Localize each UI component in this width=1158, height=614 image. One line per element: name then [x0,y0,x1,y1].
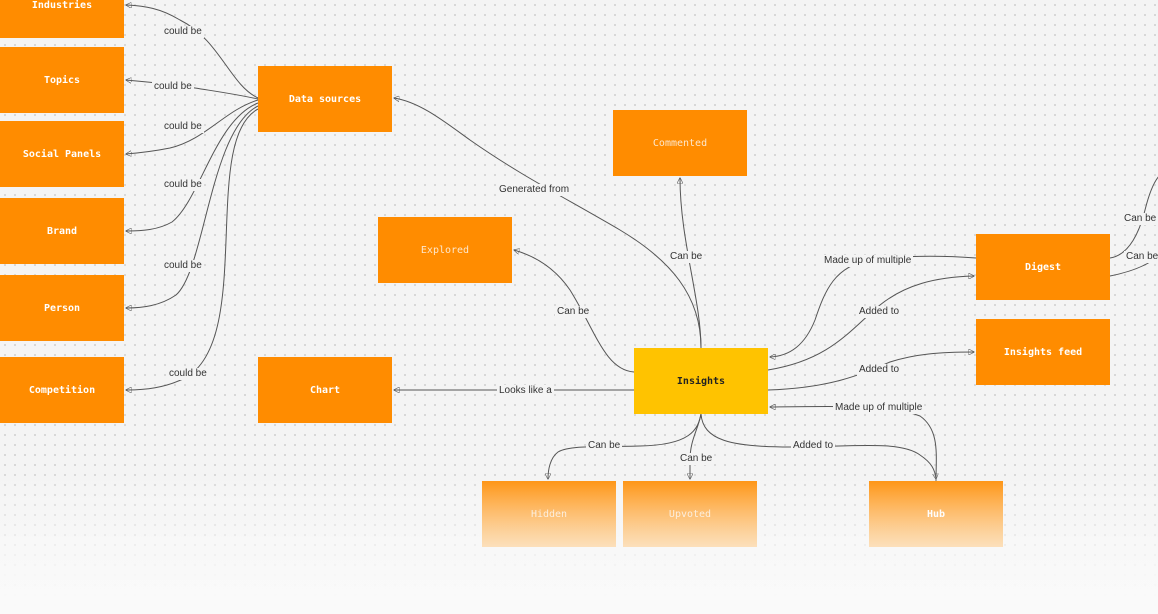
edge-datasources-brand [126,102,259,231]
node-brand[interactable]: Brand [0,198,124,264]
node-person[interactable]: Person [0,275,124,341]
node-topics[interactable]: Topics [0,47,124,113]
edge-label-competition: could be [167,368,209,380]
edge-label-upvoted: Can be [678,453,715,465]
edge-insights-explored [514,250,635,373]
node-social-panels[interactable]: Social Panels [0,121,124,187]
edge-digest-right-1 [1109,176,1158,259]
node-explored[interactable]: Explored [378,217,512,283]
edge-insights-hidden [548,413,702,479]
edge-label-digest-made-up: Made up of multiple [822,255,914,267]
edge-label-generated-from: Generated from [497,184,572,196]
node-insights-feed[interactable]: Insights feed [976,319,1110,385]
node-digest[interactable]: Digest [976,234,1110,300]
node-data-sources[interactable]: Data sources [258,66,392,132]
edge-datasources-person [126,105,259,308]
edge-insights-hub [700,413,936,479]
edge-label-right-2: Can be [1124,251,1158,263]
edge-insights-feed [767,352,974,391]
edge-label-hub-made-up: Made up of multiple [833,402,925,414]
node-hidden[interactable]: Hidden [482,481,616,547]
edge-datasources-topics [126,80,259,100]
edge-label-hidden: Can be [586,440,623,452]
edge-label-topics: could be [152,81,194,93]
edge-label-social-panels: could be [162,121,204,133]
edge-datasources-social [126,99,259,154]
edge-label-explored: Can be [555,306,592,318]
edge-label-hub-added: Added to [791,440,836,452]
node-insights[interactable]: Insights [634,348,768,414]
node-hub[interactable]: Hub [869,481,1003,547]
edge-label-chart: Looks like a [497,385,554,397]
edge-label-feed-added: Added to [857,364,902,376]
edge-label-brand: could be [162,179,204,191]
edge-label-digest-added: Added to [857,306,902,318]
edge-datasources-industries [126,5,259,99]
node-upvoted[interactable]: Upvoted [623,481,757,547]
edge-label-person: could be [162,260,204,272]
node-chart[interactable]: Chart [258,357,392,423]
edge-datasources-competition [126,108,259,390]
edge-insights-commented [680,178,702,349]
node-commented[interactable]: Commented [613,110,747,176]
edge-insights-upvoted [690,413,702,479]
edge-label-industries: could be [162,26,204,38]
node-industries[interactable]: Industries [0,0,124,38]
node-competition[interactable]: Competition [0,357,124,423]
edge-label-commented: Can be [668,251,705,263]
edge-insights-digest [767,276,974,371]
edge-digest-insights [770,255,977,357]
edge-label-right-1: Can be [1122,213,1158,225]
